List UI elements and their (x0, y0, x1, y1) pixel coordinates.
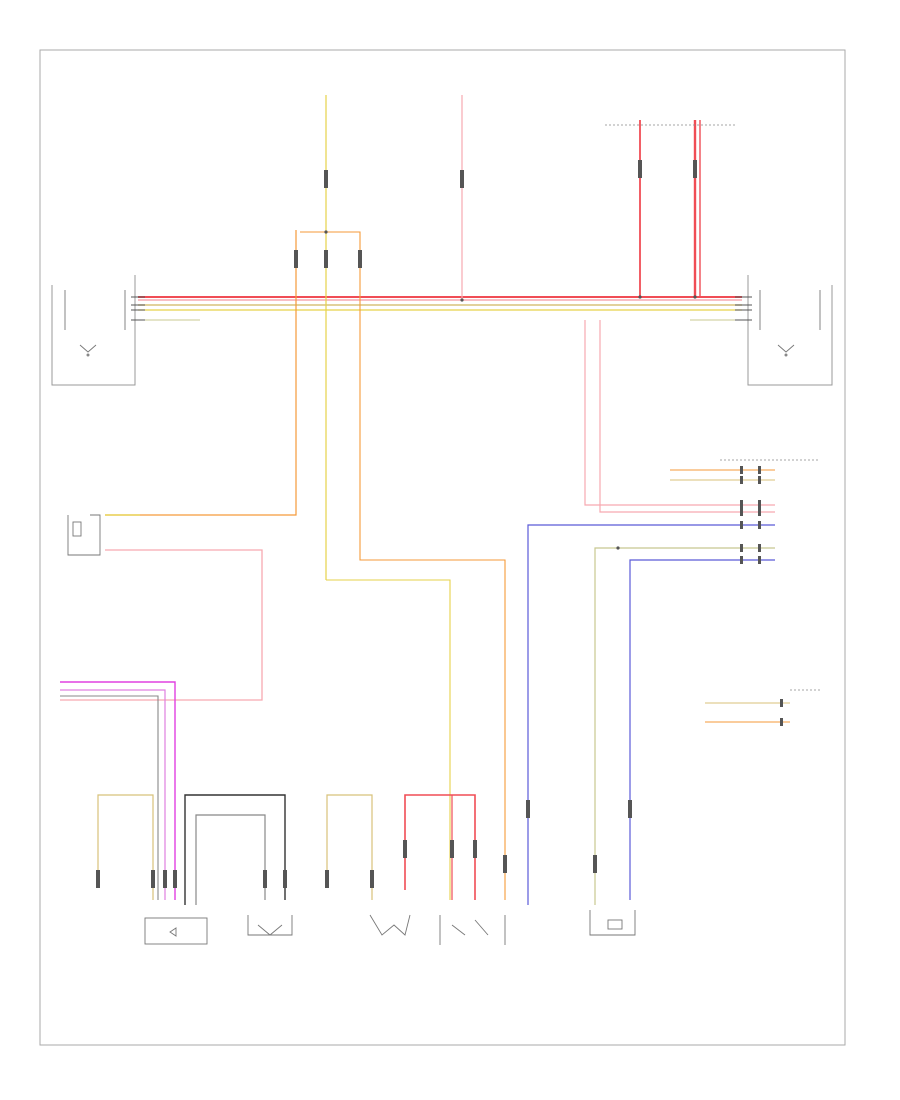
left-sensor (67, 514, 101, 556)
bottom-switch-4 (439, 915, 506, 945)
wire-gray-switch (195, 814, 266, 905)
wire-pink-right-1 (584, 320, 775, 506)
wire-black-switch (184, 794, 286, 905)
diagram-frame (39, 49, 846, 1046)
bottom-switch-module (144, 917, 208, 945)
wire-orange-loop (300, 231, 506, 900)
wire-red-middle (404, 794, 476, 900)
right-control-module (735, 275, 833, 386)
bottom-sensor-5 (589, 910, 636, 936)
wire-magenta-2 (60, 689, 166, 900)
wire-pink-right-2 (599, 320, 775, 513)
wire-gray (60, 695, 159, 900)
bottom-sensor-2 (247, 915, 293, 936)
wire-orange-sensor (105, 230, 297, 516)
wire-olive-right-low (594, 547, 775, 905)
wire-yellow-loop (326, 579, 451, 900)
splice-points (324, 230, 697, 550)
wire-tan-left (97, 794, 154, 900)
bottom-sensor-3 (369, 914, 411, 936)
wire-magenta (60, 681, 176, 900)
wire-blue-1 (527, 524, 775, 905)
left-control-module (51, 275, 145, 386)
connector-marks (96, 160, 697, 888)
wire-blue-2 (629, 559, 775, 900)
wire-tan-middle (326, 794, 373, 900)
wire-pink-sensor (60, 549, 263, 701)
right-connector-pins (740, 466, 783, 726)
